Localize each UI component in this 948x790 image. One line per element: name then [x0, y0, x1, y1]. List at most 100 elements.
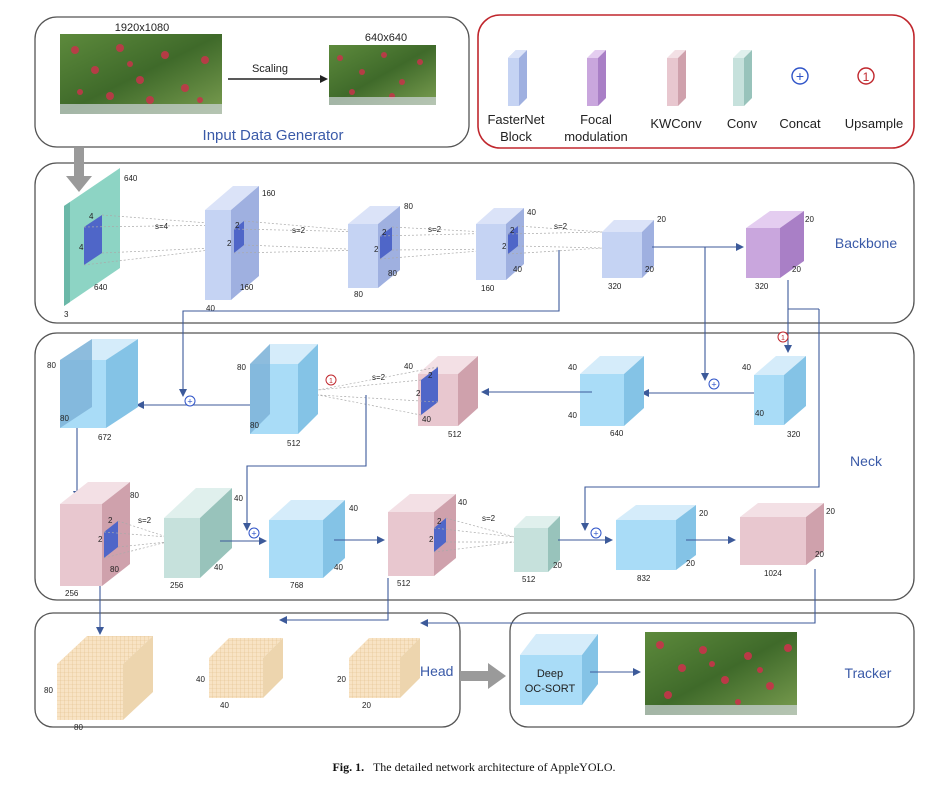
nk-r7-20b: 20: [815, 550, 824, 559]
backbone-block-2: [205, 186, 259, 300]
backbone-input-slab: [64, 168, 120, 306]
nk-r1-80a: 80: [130, 491, 139, 500]
neck-n1: [60, 339, 138, 428]
nk-n3-2b: 2: [416, 389, 421, 398]
upsample-symbol-2: 1: [329, 378, 333, 385]
neck-r3: [269, 500, 345, 578]
nk-r1-2a: 2: [108, 516, 113, 525]
nk-r6-832: 832: [637, 574, 651, 583]
nk-r1-256: 256: [65, 589, 79, 598]
n2-to-row2-connector: [243, 395, 367, 531]
concat-symbol-n1: +: [187, 397, 192, 407]
legend-conv: Conv: [727, 116, 758, 131]
bb-b5-320: 320: [608, 282, 622, 291]
legend-fasternet-l2: Block: [500, 129, 532, 144]
concat-icon-r6: +: [590, 527, 602, 539]
nk-r1-s2: s=2: [138, 516, 152, 525]
nk-r4-s2: s=2: [482, 514, 496, 523]
tracker-output-image: [645, 632, 797, 715]
bb-b2-40: 40: [206, 304, 215, 313]
nk-r2-40a: 40: [234, 494, 243, 503]
nk-n4-40b: 40: [568, 411, 577, 420]
bb-b2-2a: 2: [235, 221, 240, 230]
neck-n5: [754, 356, 806, 425]
concat-symbol-r3: +: [251, 529, 256, 539]
legend-kwconv: KWConv: [650, 116, 702, 131]
bb-b3-2b: 2: [374, 245, 379, 254]
scaling-label: Scaling: [252, 63, 288, 75]
bb-k4a: 4: [89, 212, 94, 221]
hd-h2-40a: 40: [196, 675, 205, 684]
neck-r7: [740, 503, 824, 565]
nk-r2-40b: 40: [214, 563, 223, 572]
caption-prefix: Fig. 1.: [332, 760, 364, 774]
concat-icon-n4: +: [708, 378, 720, 390]
upsample-symbol-1: 1: [781, 335, 785, 342]
legend-upsample-icon: 1: [857, 67, 875, 85]
head-output-80: [57, 636, 153, 720]
nk-r6-20a: 20: [699, 509, 708, 518]
legend-concat-symbol: +: [796, 68, 804, 84]
head-output-40: [209, 638, 283, 698]
nk-conv-lines-n3: [317, 366, 439, 416]
neck-r6: [616, 505, 696, 570]
head-to-tracker-arrow: [460, 663, 506, 689]
tracker-deep-ocsort: [520, 634, 598, 705]
neck-r5: [514, 516, 560, 572]
bb-b4-2a: 2: [510, 226, 515, 235]
backbone-block-6: [746, 211, 804, 278]
bb-b6-20a: 20: [805, 215, 814, 224]
bb4-to-concat-connector: [179, 250, 560, 397]
nk-r3-768: 768: [290, 581, 304, 590]
nk-n5-320: 320: [787, 430, 801, 439]
r4-to-head-connector: [279, 578, 389, 624]
legend-focal-l2: modulation: [564, 129, 628, 144]
bb-b3-80b: 80: [388, 269, 397, 278]
nk-r4-2a: 2: [437, 517, 442, 526]
nk-n5-40a: 40: [742, 363, 751, 372]
bb-conv-lines-2: [233, 220, 373, 254]
bb-s2c: s=2: [554, 222, 568, 231]
legend-focal-swatch: [587, 50, 606, 106]
nk-n3-40a: 40: [404, 362, 413, 371]
nk-r7-1024: 1024: [764, 569, 782, 578]
input-image-full: [60, 34, 222, 114]
concat-symbol-r6: +: [593, 529, 598, 539]
neck-label: Neck: [850, 453, 883, 469]
neck-r2: [164, 488, 232, 578]
bb-b2-160b: 160: [240, 283, 254, 292]
hd-h1-80b: 80: [74, 723, 83, 732]
nk-n1-80b: 80: [60, 414, 69, 423]
bb-b6-20b: 20: [792, 265, 801, 274]
backbone-block-3: [348, 206, 400, 288]
nk-conv-lines-r4: [433, 517, 516, 553]
bb-b2-160a: 160: [262, 189, 276, 198]
bb-b5-20b: 20: [645, 265, 654, 274]
nk-n4-640: 640: [610, 429, 624, 438]
hd-h1-80a: 80: [44, 686, 53, 695]
bb-b3-80a: 80: [404, 202, 413, 211]
nk-r1-80b: 80: [110, 565, 119, 574]
bb-in-640-top: 640: [124, 174, 138, 183]
caption-text: The detailed network architecture of App…: [373, 760, 616, 774]
legend-frame: [477, 14, 915, 149]
nk-r1-2b: 2: [98, 535, 103, 544]
hd-h3-20a: 20: [337, 675, 346, 684]
r7-to-head-connector: [420, 569, 816, 627]
bb-b4-160: 160: [481, 284, 495, 293]
nk-n2-80a: 80: [237, 363, 246, 372]
tracker-l1: Deep: [537, 668, 563, 680]
bb-b4-2b: 2: [502, 242, 507, 251]
bb-b6-320: 320: [755, 282, 769, 291]
bb-in-640-bottom: 640: [94, 283, 108, 292]
hd-h3-20b: 20: [362, 701, 371, 710]
upsample-icon-1: 1: [777, 331, 789, 343]
bb-b3-80c: 80: [354, 290, 363, 299]
nk-r7-20a: 20: [826, 507, 835, 516]
neck-r1: [60, 482, 130, 586]
legend-upsample: Upsample: [845, 116, 904, 131]
bb-b4-40: 40: [527, 208, 536, 217]
legend-upsample-symbol: 1: [863, 70, 870, 84]
nk-r3-40: 40: [349, 504, 358, 513]
backbone-label: Backbone: [835, 235, 897, 251]
